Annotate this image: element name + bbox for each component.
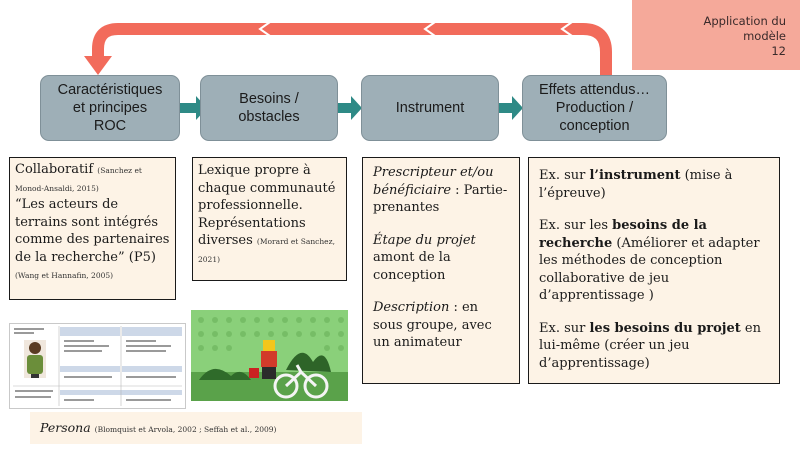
box-collaboratif-quote: “Les acteurs de terrains sont intégrés c…: [15, 197, 170, 265]
persona-caption: Persona (Blomquist et Arvola, 2002 ; Sef…: [30, 412, 362, 444]
effet-recherche: Ex. sur les besoins de la recherche (Amé…: [539, 217, 769, 305]
stage-effets-line2: Production /: [555, 100, 634, 116]
stage-effets: Effets attendus… Production / conception: [522, 75, 667, 141]
feedback-chevron-2: [423, 21, 436, 37]
box-collaboratif-head: Collaboratif (Sanchez et Monod-Ansaldi, …: [15, 161, 170, 196]
stage-roc-line3: ROC: [93, 118, 127, 134]
lego-scene-photo: [191, 310, 348, 401]
value-parties-prenantes: : Partie-prenantes: [373, 182, 508, 216]
effet-instrument-pre: Ex. sur: [539, 168, 590, 183]
value-etape: amont de la conception: [373, 250, 451, 283]
stage-besoins-line1: Besoins /: [239, 91, 299, 107]
box-collaboratif-ref2: (Wang et Hannafin, 2005): [15, 271, 114, 280]
effet-instrument-post: (mise à l’épreuve): [539, 168, 733, 201]
slide-title-line1: Application du: [703, 14, 787, 28]
effet-projet-bold: les besoins du projet: [589, 320, 741, 336]
effet-projet-pre: Ex. sur: [539, 320, 590, 336]
effet-projet-post: en lui-même (créer un jeu d’apprentissag…: [539, 320, 761, 371]
effet-recherche-post: (Améliorer et adapter les méthodes de co…: [539, 235, 760, 304]
label-beneficiaire: bénéficiaire: [373, 182, 452, 198]
label-etape: Étape du projet: [373, 232, 476, 248]
effet-instrument: Ex. sur l’instrument (mise à l’épreuve): [539, 167, 769, 202]
effet-instrument-bold: l’instrument: [589, 168, 681, 183]
page-number: 12: [771, 44, 786, 58]
persona-sheet-graphic: [10, 324, 185, 408]
label-prescripteur: Prescripteur: [373, 165, 456, 180]
box-collaboratif: Collaboratif (Sanchez et Monod-Ansaldi, …: [9, 157, 176, 300]
box-instrument-actors: Prescripteur et/ou bénéficiaire : Partie…: [373, 164, 509, 217]
stage-effets-line1: Effets attendus…: [539, 82, 650, 98]
persona-label: Persona: [40, 420, 91, 435]
stage-besoins-line2: obstacles: [238, 109, 300, 125]
feedback-arrow-head: [84, 56, 112, 75]
box-instrument: Prescripteur et/ou bénéficiaire : Partie…: [362, 157, 520, 384]
lego-scene-graphic: [191, 310, 348, 401]
connector-arrow-2: [337, 96, 362, 120]
stage-instrument-line1: Instrument: [395, 100, 465, 116]
box-effets: Ex. sur l’instrument (mise à l’épreuve) …: [528, 157, 780, 384]
connector-arrow-3: [498, 96, 523, 120]
slide-title-line2: modèle: [743, 29, 786, 43]
box-lexique-text: Lexique propre à chaque communauté profe…: [198, 163, 336, 248]
feedback-arrow: [92, 23, 612, 76]
label-etou: et/ou: [455, 165, 494, 180]
persona-ref: (Blomquist et Arvola, 2002 ; Seffah et a…: [94, 425, 277, 434]
stage-effets-line3: conception: [559, 118, 630, 134]
stage-instrument: Instrument: [361, 75, 499, 141]
slide-info: Application du modèle 12: [632, 0, 800, 70]
box-collaboratif-body: “Les acteurs de terrains sont intégrés c…: [15, 196, 170, 284]
box-collaboratif-ref1: (Sanchez et Monod-Ansaldi, 2015): [15, 166, 142, 193]
effet-recherche-pre: Ex. sur les: [539, 218, 613, 233]
effet-recherche-bold: besoins de la recherche: [539, 218, 707, 251]
persona-sheet-image: [9, 323, 186, 409]
stage-roc-line2: et principes: [72, 100, 148, 116]
stage-roc: Caractéristiques et principes ROC: [40, 75, 180, 141]
feedback-chevron-1: [258, 21, 271, 37]
box-lexique: Lexique propre à chaque communauté profe…: [192, 157, 347, 281]
stage-roc-line1: Caractéristiques: [57, 82, 163, 98]
box-instrument-description: Description : en sous groupe, avec un an…: [373, 299, 509, 352]
label-description: Description: [373, 300, 450, 315]
box-lexique-body: Lexique propre à chaque communauté profe…: [198, 162, 341, 267]
box-instrument-stage: Étape du projet amont de la conception: [373, 232, 509, 285]
feedback-chevron-3: [560, 21, 573, 37]
box-lexique-ref: (Morard et Sanchez, 2021): [198, 237, 335, 264]
stage-besoins: Besoins / obstacles: [200, 75, 338, 141]
value-description: : en sous groupe, avec un animateur: [373, 300, 492, 350]
effet-projet: Ex. sur les besoins du projet en lui-mêm…: [539, 320, 769, 373]
box-collaboratif-title: Collaboratif: [15, 162, 94, 177]
